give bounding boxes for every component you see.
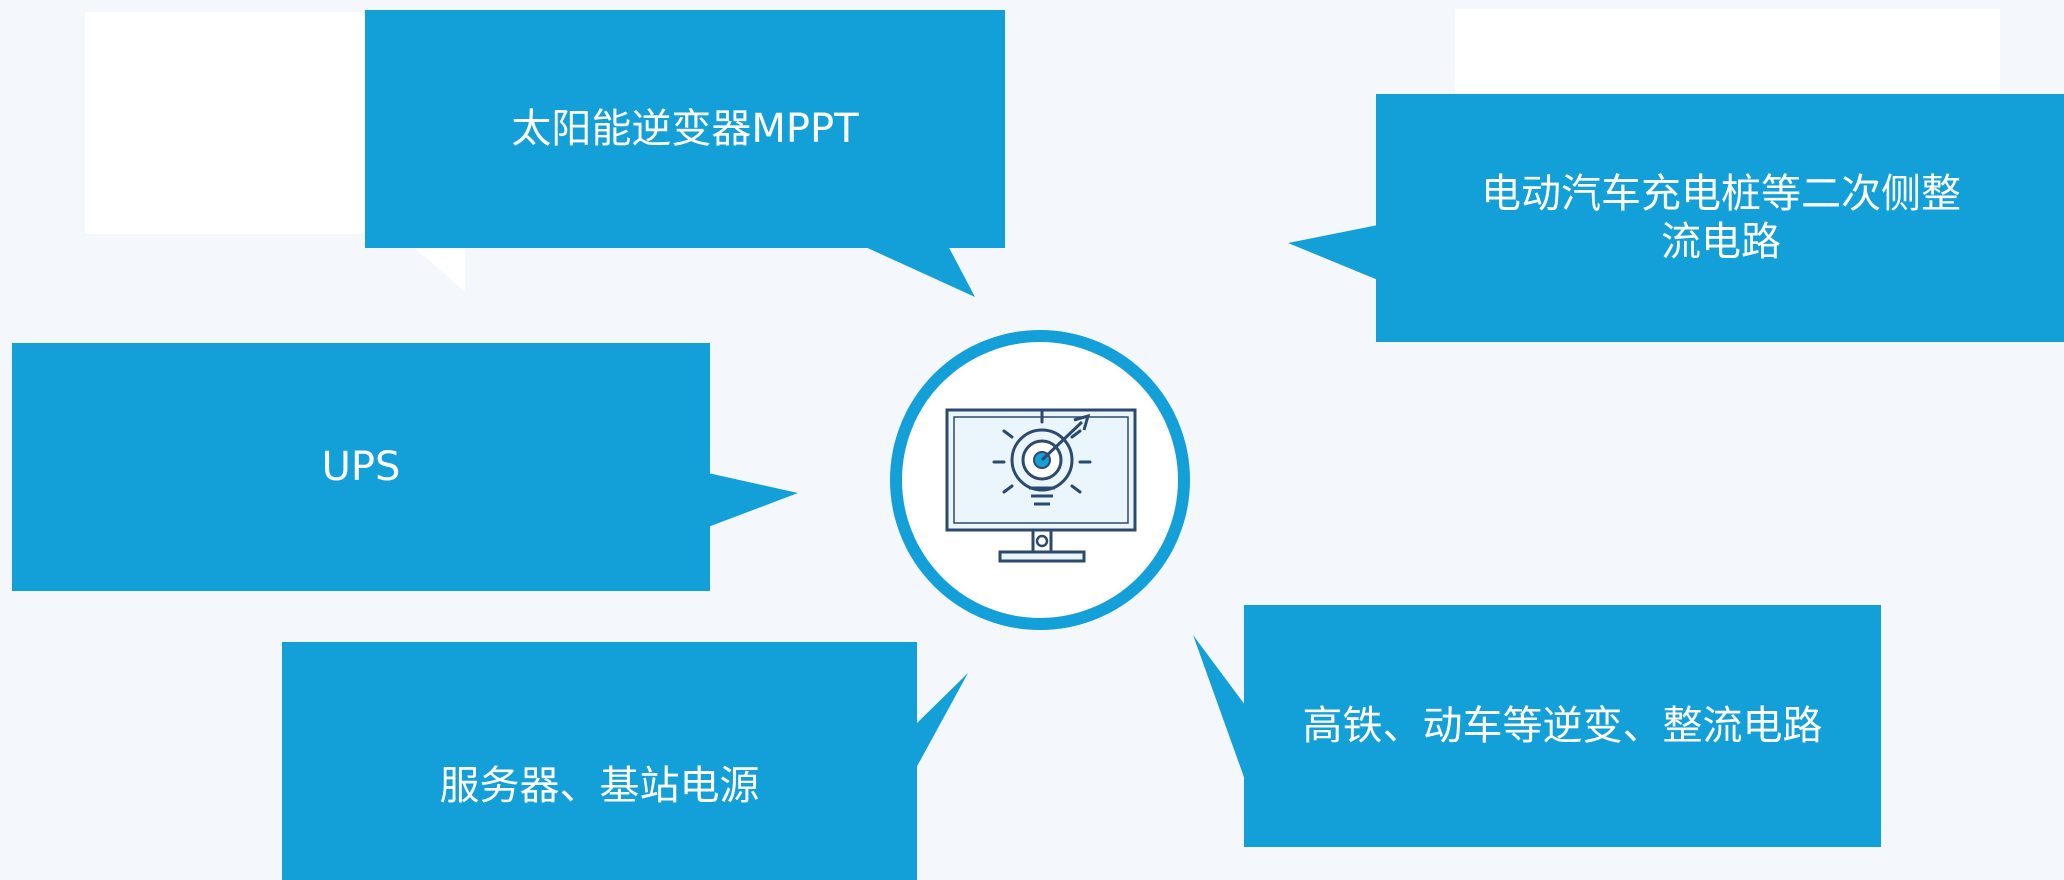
- application-label: 高铁、动车等逆变、整流电路: [1302, 703, 1823, 749]
- application-label: UPS: [321, 444, 401, 490]
- application-label: 太阳能逆变器MPPT: [511, 106, 859, 152]
- white-card-pointer: [400, 235, 465, 292]
- application-rail-inverter-rectifier: 高铁、动车等逆变、整流电路: [1244, 605, 1881, 847]
- center-hub: [890, 330, 1190, 630]
- monitor-target-icon: [945, 408, 1137, 563]
- pointer-bottom-right: [1193, 635, 1245, 780]
- application-server-base-station-power: 服务器、基站电源: [282, 642, 917, 880]
- application-solar-inverter-mppt: 太阳能逆变器MPPT: [365, 10, 1005, 248]
- application-label: 电动汽车充电桩等二次侧整流电路: [1481, 171, 1961, 265]
- background-card-left: [85, 12, 385, 234]
- pointer-top-left: [850, 240, 975, 297]
- application-ups: UPS: [12, 343, 710, 591]
- application-ev-charger-rectifier: 电动汽车充电桩等二次侧整流电路: [1376, 94, 2064, 342]
- pointer-mid-left: [708, 473, 798, 527]
- application-label: 服务器、基站电源: [439, 763, 760, 809]
- pointer-top-right: [1288, 225, 1378, 280]
- pointer-bottom-left: [915, 673, 968, 770]
